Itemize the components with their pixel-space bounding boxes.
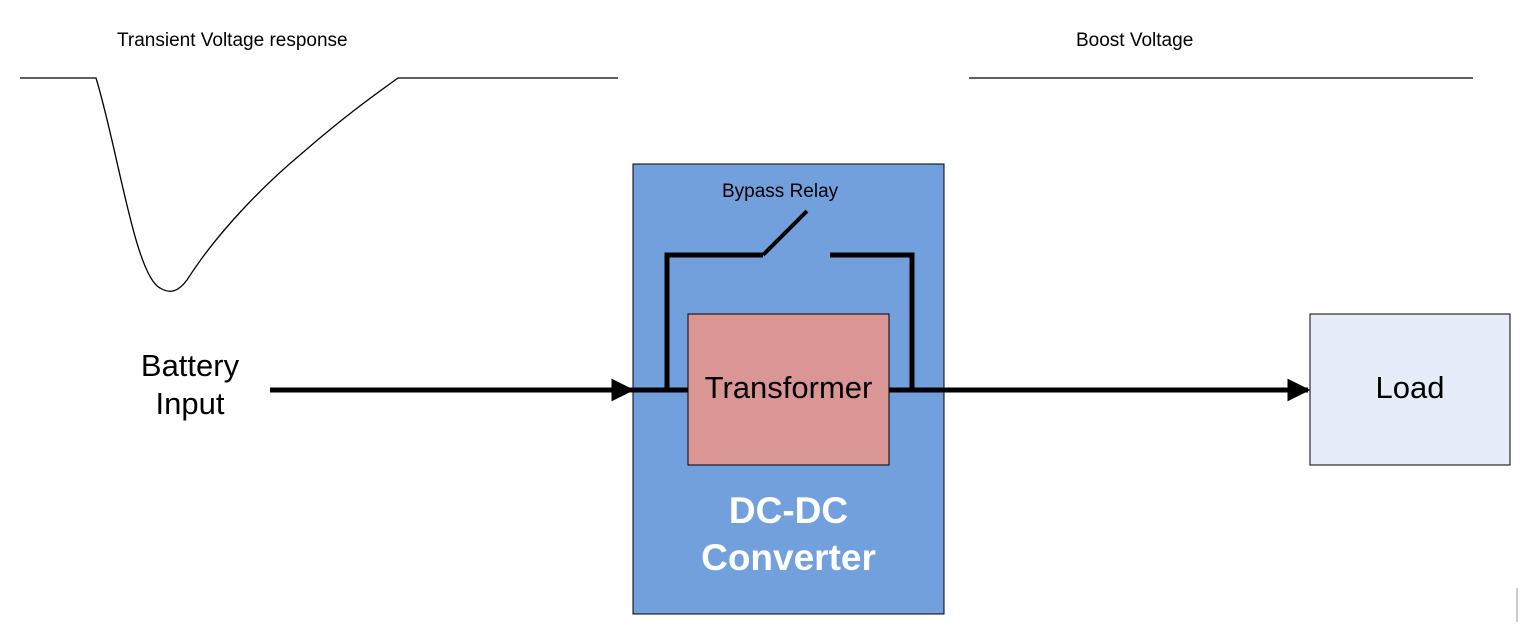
converter-title: DC-DC Converter xyxy=(633,487,944,581)
relay-switch-contact xyxy=(761,209,809,257)
boost-title: Boost Voltage xyxy=(1076,30,1194,51)
load-label: Load xyxy=(1375,370,1445,405)
transformer-box xyxy=(687,313,890,466)
transient-waveform xyxy=(20,77,618,292)
converter-title-line1: DC-DC xyxy=(728,490,849,531)
bypass-wire-left xyxy=(664,252,763,390)
bypass-relay-label: Bypass Relay xyxy=(722,181,839,202)
load-box xyxy=(1309,313,1511,466)
converter-title-line2: Converter xyxy=(701,537,876,578)
battery-label-line1: Battery xyxy=(140,348,240,383)
transient-title: Transient Voltage response xyxy=(117,30,348,51)
transformer-label: Transformer xyxy=(704,370,873,405)
battery-label-line2: Input xyxy=(155,386,225,421)
battery-input-label: Battery Input xyxy=(115,347,265,423)
bypass-wire-right xyxy=(830,252,915,390)
